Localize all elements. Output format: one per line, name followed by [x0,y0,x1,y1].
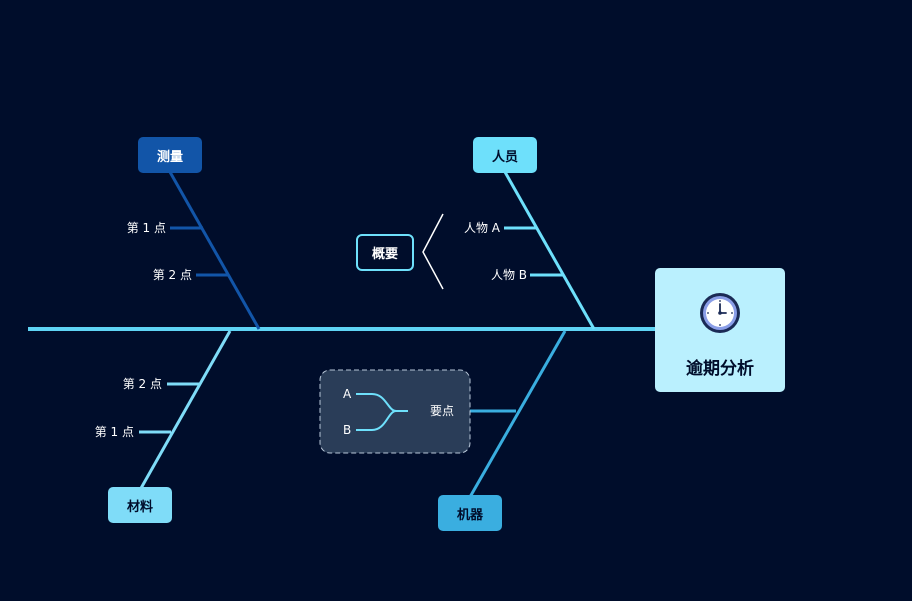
clock-icon [700,293,740,333]
measure-point-1[interactable]: 第 1 点 [126,221,166,235]
measure-bone [168,171,261,330]
material-point-2[interactable]: 第 2 点 [122,377,162,391]
category-material[interactable]: 材料 [108,487,172,523]
category-machine[interactable]: 机器 [438,495,502,531]
machine-bone [468,330,567,498]
merge-input-b[interactable]: B [343,423,352,437]
material-point-1[interactable]: 第 1 点 [94,425,134,439]
head-box[interactable]: 逾期分析 [655,268,785,392]
category-measure[interactable]: 测量 [138,137,202,173]
overview-bracket [422,213,444,290]
material-bone [138,330,232,491]
merge-input-a[interactable]: A [343,387,352,401]
people-point-b[interactable]: 人物 B [490,268,527,282]
measure-point-2[interactable]: 第 2 点 [152,268,192,282]
overview-box[interactable]: 概要 [356,234,414,271]
people-bone [503,171,596,330]
merge-connector [356,393,408,431]
head-title: 逾期分析 [686,359,754,379]
people-point-a[interactable]: 人物 A [463,221,500,235]
machine-point[interactable]: 要点 [430,404,455,418]
category-people[interactable]: 人员 [473,137,537,173]
